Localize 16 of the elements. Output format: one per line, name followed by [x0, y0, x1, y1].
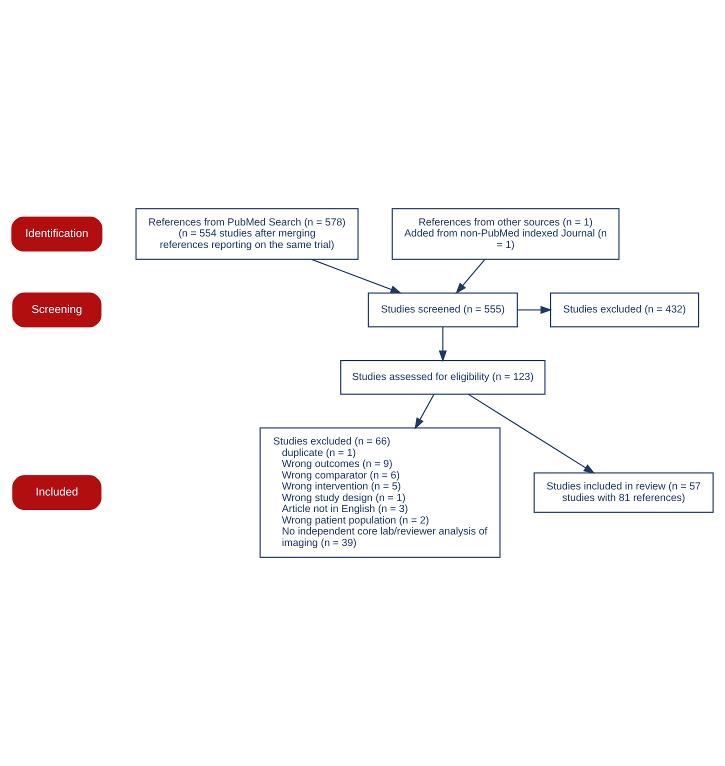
node-box: Studies included in review (n = 57 studies with 81 references) [534, 472, 714, 513]
arrow [414, 394, 434, 430]
node-box: Identification [11, 216, 102, 252]
arrow [468, 394, 596, 474]
node-box: Studies excluded (n = 432) [550, 292, 700, 328]
node-box: Studies screened (n = 555) [368, 292, 518, 328]
node-box: Studies assessed for eligibility (n = 123) [340, 360, 546, 395]
node-box: Included [12, 475, 102, 510]
node-box: References from other sources (n = 1) Added from non-PubMed indexed Journal (n = 1) [392, 208, 620, 260]
node-box: References from PubMed Search (n = 578) (n = 554 studies after merging references reporting on the same trial) [135, 208, 359, 260]
node-box: Studies excluded (n = 66) duplicate (n = 1) Wrong outcomes (n = 9) Wrong comparator (n = 6) Wrong intervention (n = 5) Wrong study design (n = 1) Article not in English (n = 3) Wrong patient population (n = 2) No independent core lab/reviewer analysis of imaging (n = 39) [260, 427, 501, 558]
arrow [311, 258, 402, 294]
node-box: Screening [12, 292, 102, 328]
arrow [455, 259, 486, 294]
arrow [438, 327, 447, 362]
arrow [517, 306, 552, 314]
